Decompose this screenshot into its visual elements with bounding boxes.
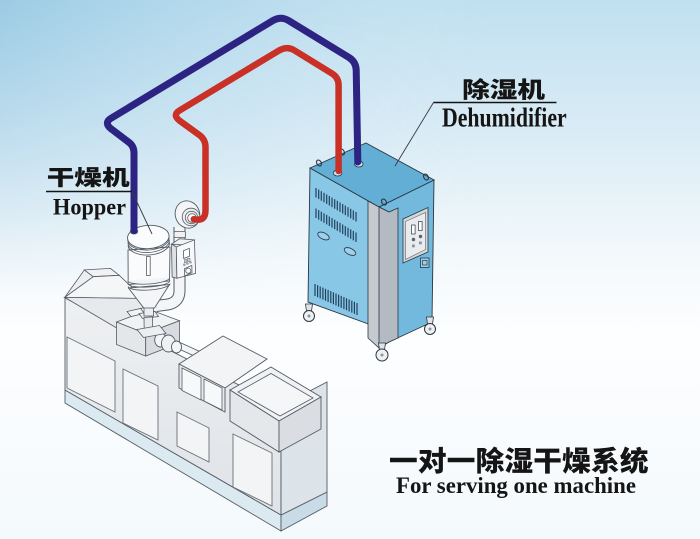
svg-text:For serving one machine: For serving one machine [396,473,636,499]
svg-text:Hopper: Hopper [53,195,126,220]
svg-text:Dehumidifier: Dehumidifier [442,103,567,133]
